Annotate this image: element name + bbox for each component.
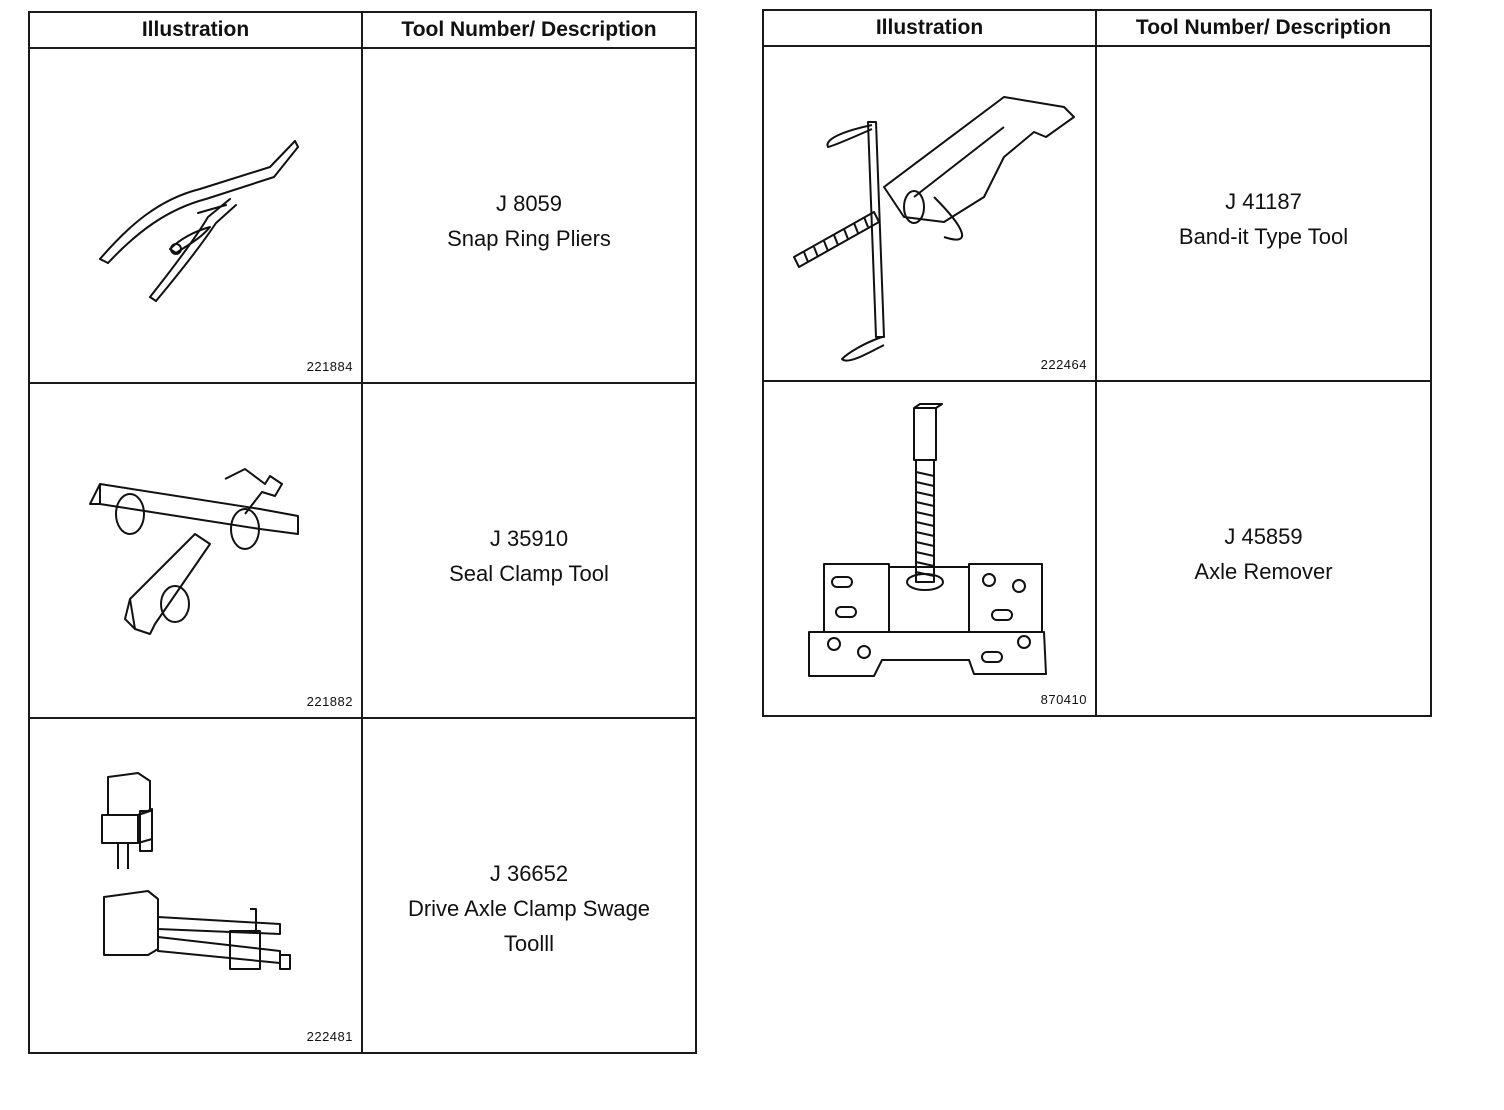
tool-description: Snap Ring Pliers (447, 226, 611, 251)
axle-remover-icon (808, 403, 1047, 677)
tool-number: J 36652 (489, 861, 569, 886)
figure-number: 222464 (1040, 357, 1087, 372)
illustration-cell: 222464 (762, 45, 1097, 382)
tool-description: Drive Axle Clamp Swage Toolll (407, 896, 651, 956)
tool-description-cell: J 41187 Band-it Type Tool (1095, 45, 1432, 382)
tool-number: J 41187 (1225, 189, 1302, 214)
tool-description: Band-it Type Tool (1178, 224, 1349, 249)
illustration-cell: 222481 (28, 717, 363, 1054)
tool-description-header: Tool Number/ Description (361, 11, 697, 49)
table-row: 222464 J 41187 Band-it Type Tool (762, 45, 1432, 382)
illustration-header: Illustration (28, 11, 363, 49)
illustration-cell: 221882 (28, 382, 363, 719)
snap-ring-pliers-icon (99, 140, 299, 302)
tool-description-cell: J 45859 Axle Remover (1095, 380, 1432, 717)
tool-description-header: Tool Number/ Description (1095, 9, 1432, 47)
table-row: 221882 J 35910 Seal Clamp Tool (28, 382, 697, 719)
tool-number: J 8059 (495, 191, 563, 216)
tool-description-cell: J 8059 Snap Ring Pliers (361, 47, 697, 384)
tool-number: J 45859 (1224, 524, 1303, 549)
tool-description: Axle Remover (1194, 559, 1333, 584)
table-row: 221884 J 8059 Snap Ring Pliers (28, 47, 697, 384)
illustration-cell: 221884 (28, 47, 363, 384)
tool-description-cell: J 35910 Seal Clamp Tool (361, 382, 697, 719)
swage-tool-icon (101, 772, 291, 970)
tool-description: Seal Clamp Tool (449, 561, 609, 586)
tool-table-left: Illustration Tool Number/ Description (28, 11, 697, 1054)
figure-number: 222481 (306, 1029, 353, 1044)
tool-description-cell: J 36652 Drive Axle Clamp Swage Toolll (361, 717, 697, 1054)
figure-number: 870410 (1040, 692, 1087, 707)
illustration-cell: 870410 (762, 380, 1097, 717)
table-header-row: Illustration Tool Number/ Description (762, 9, 1432, 47)
band-it-tool-icon (793, 96, 1075, 362)
illustration-header: Illustration (762, 9, 1097, 47)
table-row: 222481 J 36652 Drive Axle Clamp Swage To… (28, 717, 697, 1054)
tool-table-right: Illustration Tool Number/ Description 22… (762, 9, 1432, 717)
table-row: 870410 J 45859 Axle Remover (762, 380, 1432, 717)
tool-number: J 35910 (489, 526, 569, 551)
seal-clamp-tool-icon (89, 468, 299, 635)
table-header-row: Illustration Tool Number/ Description (28, 11, 697, 49)
figure-number: 221884 (306, 359, 353, 374)
figure-number: 221882 (306, 694, 353, 709)
